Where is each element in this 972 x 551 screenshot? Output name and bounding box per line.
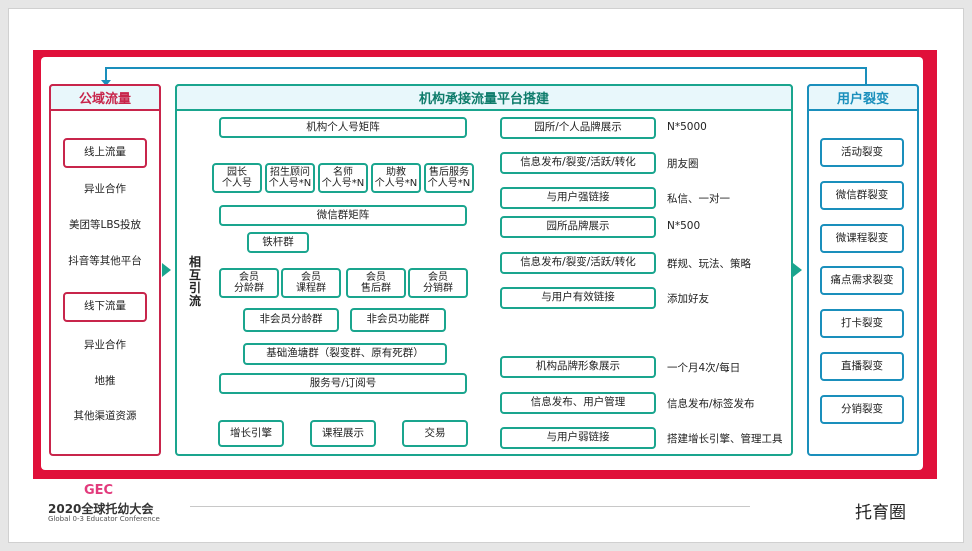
offline-item: 地推: [94, 375, 116, 387]
personal-matrix-box: 机构个人号矩阵: [219, 117, 467, 138]
nonmember-age-group: 非会员分龄群: [243, 308, 339, 332]
personal-account-box: 助教 个人号*N: [371, 163, 421, 193]
function-note: 群规、玩法、策略: [667, 258, 751, 270]
event-subtitle: Global 0-3 Educator Conference: [48, 515, 160, 523]
function-box: 园所品牌展示: [500, 216, 656, 238]
brand-watermark: 托育圈: [855, 503, 906, 523]
fission-item: 活动裂变: [820, 138, 904, 167]
function-box: 信息发布、用户管理: [500, 392, 656, 414]
wechat-matrix-box: 微信群矩阵: [219, 205, 467, 226]
fission-item: 微课程裂变: [820, 224, 904, 253]
platform-title: 机构承接流量平台搭建: [175, 84, 793, 111]
gec-logo: GEC: [84, 483, 114, 498]
offline-traffic-box: 线下流量: [63, 292, 147, 322]
function-note: N*5000: [667, 121, 707, 133]
function-box: 信息发布/裂变/活跃/转化: [500, 252, 656, 274]
function-box: 与用户有效链接: [500, 287, 656, 309]
function-note: 信息发布/标签发布: [667, 398, 755, 410]
fission-item: 打卡裂变: [820, 309, 904, 338]
function-note: 添加好友: [667, 293, 709, 305]
member-group-box: 会员 课程群: [281, 268, 341, 298]
online-traffic-box: 线上流量: [63, 138, 147, 168]
function-note: 朋友圈: [667, 158, 699, 170]
function-note: 私信、一对一: [667, 193, 730, 205]
member-group-box: 会员 分销群: [408, 268, 468, 298]
function-box: 园所/个人品牌展示: [500, 117, 656, 139]
fission-item: 直播裂变: [820, 352, 904, 381]
offline-item: 其他渠道资源: [73, 410, 137, 422]
growth-engine-box: 增长引擎: [218, 420, 284, 447]
fission-item: 痛点需求裂变: [820, 266, 904, 295]
function-box: 与用户强链接: [500, 187, 656, 209]
nonmember-function-group: 非会员功能群: [350, 308, 446, 332]
function-note: N*500: [667, 220, 701, 232]
trade-box: 交易: [402, 420, 468, 447]
function-note: 一个月4次/每日: [667, 362, 741, 374]
function-box: 与用户弱链接: [500, 427, 656, 449]
function-note: 搭建增长引擎、管理工具: [667, 433, 783, 445]
personal-account-box: 园长 个人号: [212, 163, 262, 193]
personal-account-box: 售后服务 个人号*N: [424, 163, 474, 193]
function-box: 信息发布/裂变/活跃/转化: [500, 152, 656, 174]
personal-account-box: 招生顾问 个人号*N: [265, 163, 315, 193]
iron-group-box: 铁杆群: [247, 232, 309, 253]
mutual-traffic-label: 相互引流: [188, 255, 202, 308]
online-item: 抖音等其他平台: [68, 255, 142, 267]
online-item: 异业合作: [84, 183, 126, 195]
public-traffic-title: 公域流量: [49, 84, 161, 111]
offline-item: 异业合作: [84, 339, 126, 351]
fission-item: 分销裂变: [820, 395, 904, 424]
footer-divider: [190, 506, 750, 507]
user-fission-title: 用户裂变: [807, 84, 919, 111]
base-group-box: 基础渔塘群（裂变群、原有死群）: [243, 343, 447, 365]
event-title: 2020全球托幼大会: [48, 502, 154, 516]
member-group-box: 会员 售后群: [346, 268, 406, 298]
personal-account-box: 名师 个人号*N: [318, 163, 368, 193]
fission-item: 微信群裂变: [820, 181, 904, 210]
course-display-box: 课程展示: [310, 420, 376, 447]
member-group-box: 会员 分龄群: [219, 268, 279, 298]
function-box: 机构品牌形象展示: [500, 356, 656, 378]
service-account-box: 服务号/订阅号: [219, 373, 467, 394]
online-item: 美团等LBS投放: [68, 219, 142, 231]
